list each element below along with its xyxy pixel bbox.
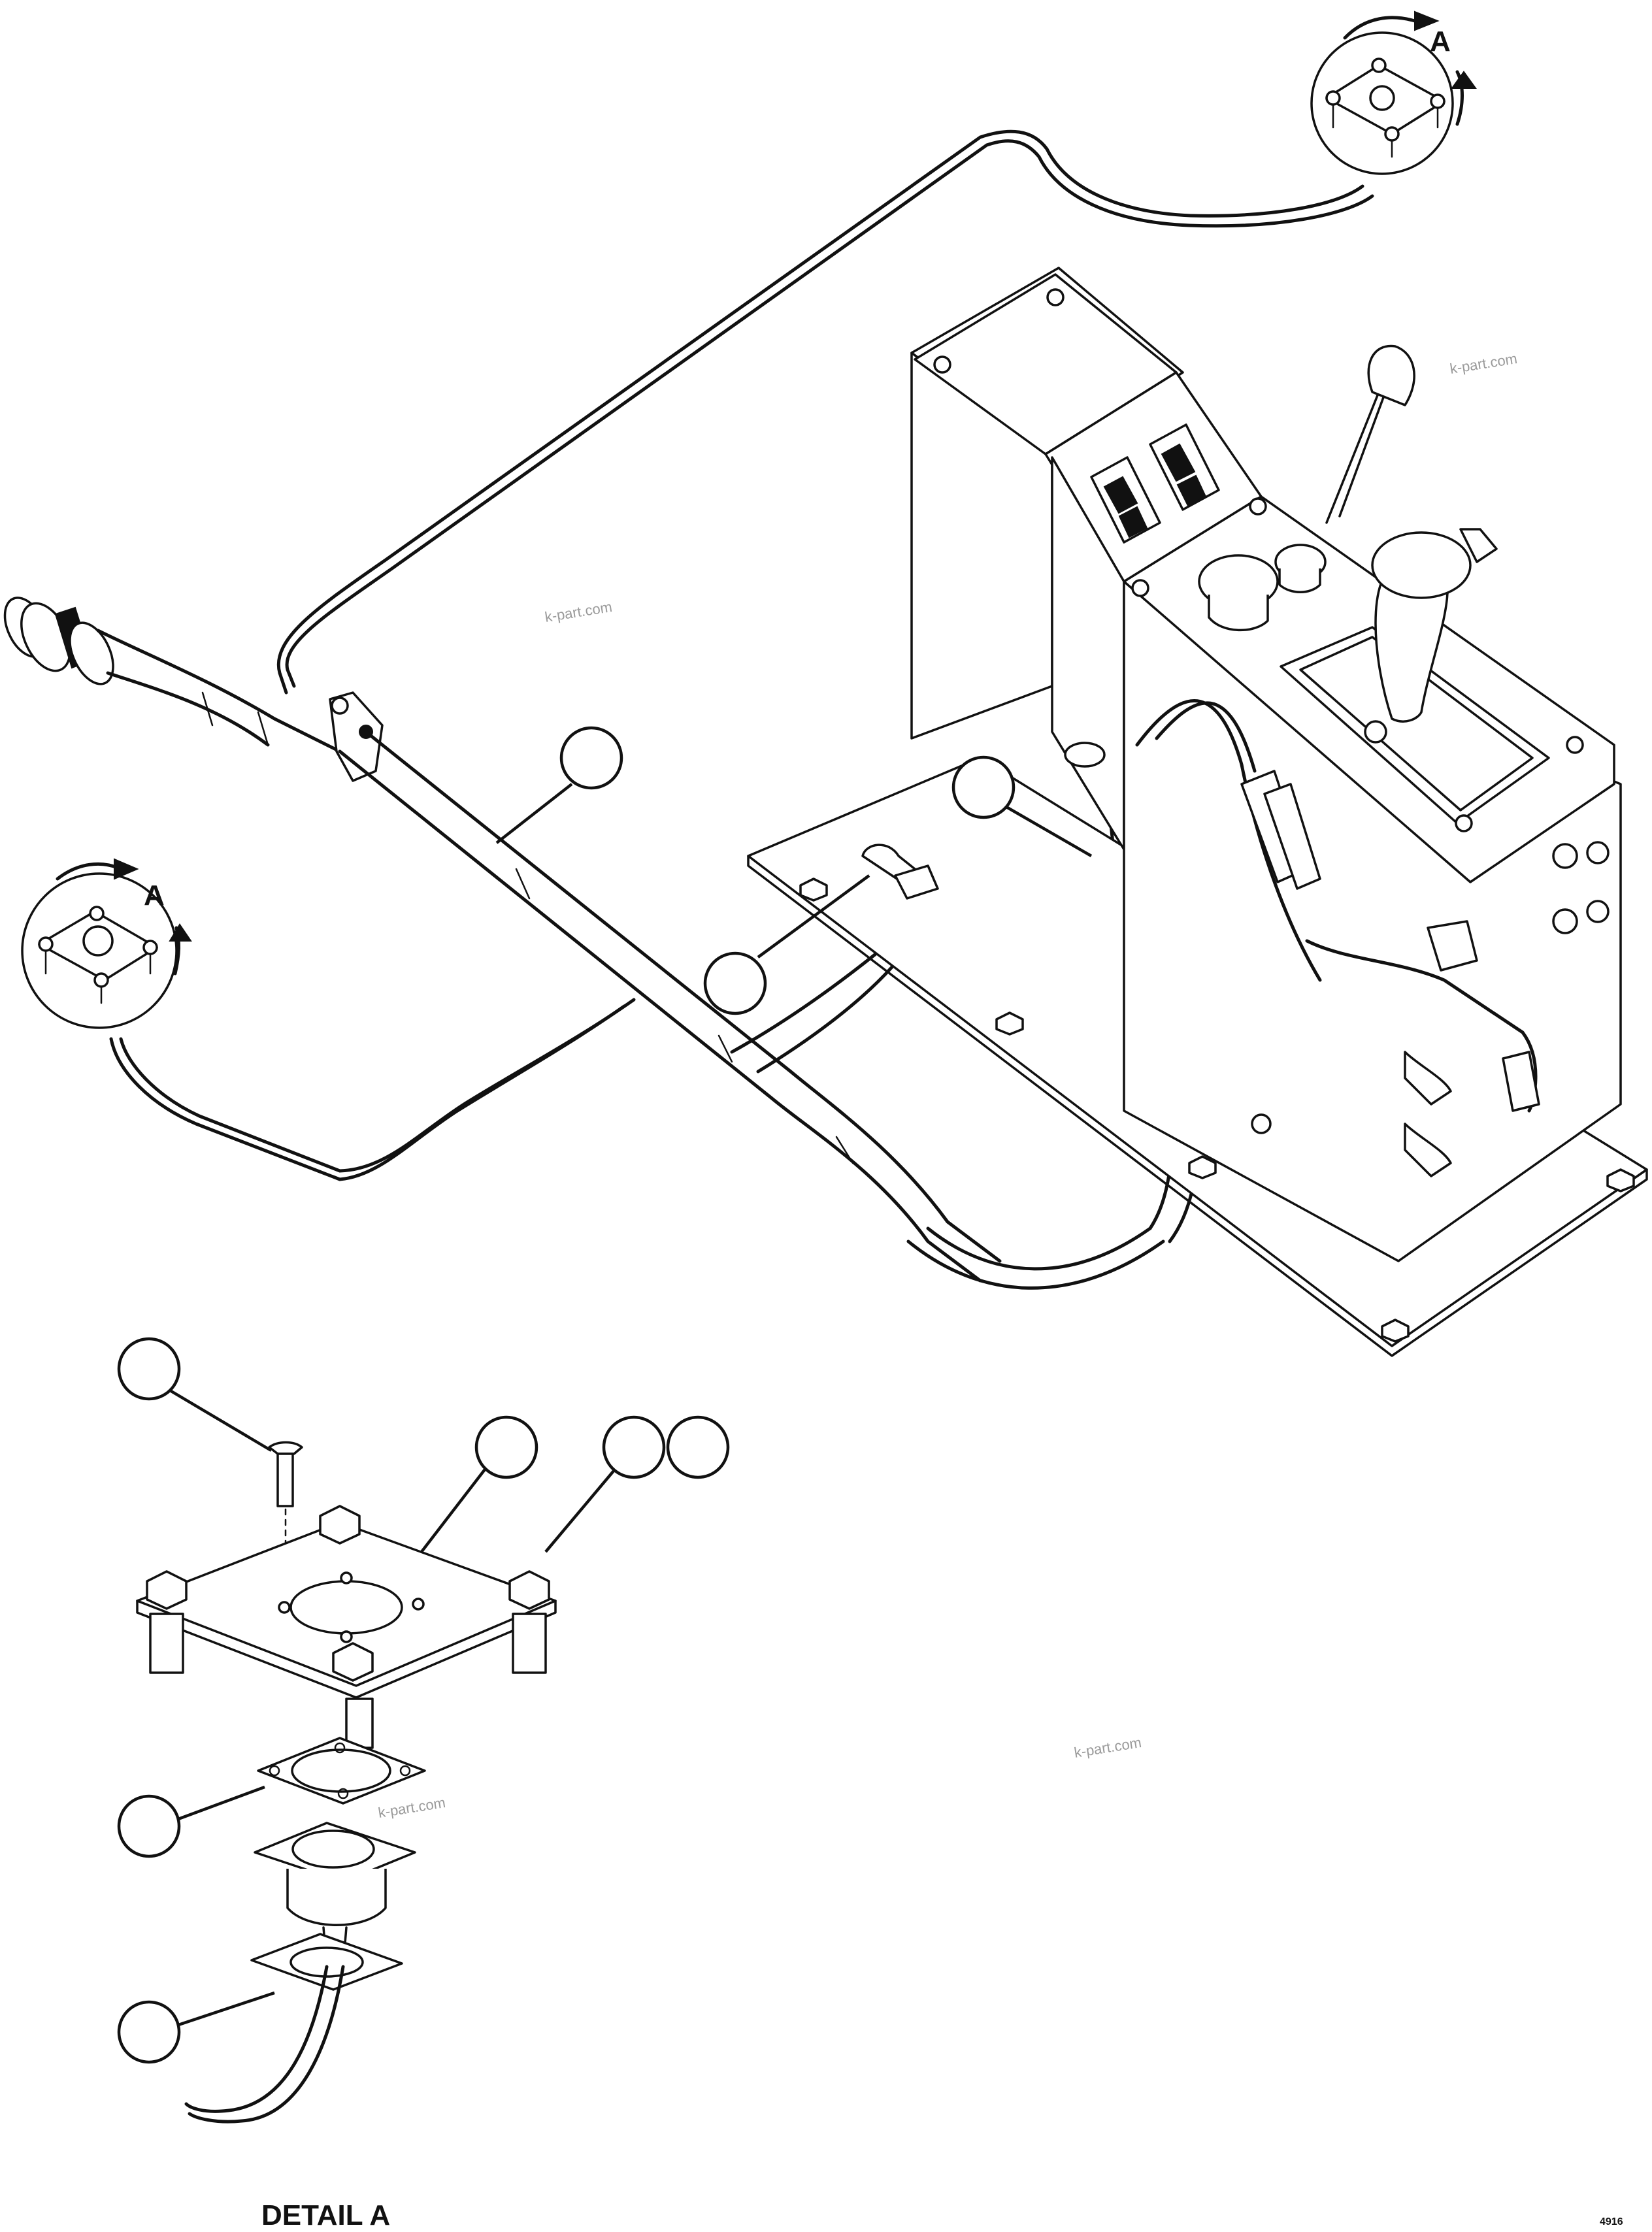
detail-a-caption: DETAIL A — [261, 2199, 390, 2229]
round-connector — [3, 597, 384, 782]
watermark-detail: k-part.com — [377, 1794, 447, 1821]
callout-bubble — [703, 951, 767, 1015]
view-a-label-left: A — [144, 879, 165, 911]
callout-bubble — [666, 1415, 730, 1479]
callout-bubble — [117, 1794, 181, 1858]
watermark-center-left: k-part.com — [544, 599, 614, 625]
page-code: 4916 — [1600, 2216, 1623, 2227]
callouts — [117, 726, 1093, 2064]
watermark-top-right: k-part.com — [1449, 350, 1519, 377]
control-console — [747, 267, 1648, 1357]
view-a-inset-top: A — [1310, 10, 1477, 175]
view-a-label-top: A — [1430, 25, 1451, 57]
callout-bubble — [117, 2000, 181, 2064]
callout-bubble — [602, 1415, 666, 1479]
watermark-lower-right: k-part.com — [1073, 1734, 1143, 1761]
callout-bubble — [559, 726, 623, 790]
callout-bubble — [951, 755, 1016, 819]
detail-a: DETAIL A — [136, 1441, 557, 2231]
callout-bubble — [474, 1415, 538, 1479]
callout-bubble — [117, 1337, 181, 1401]
view-a-inset-left: A — [21, 858, 192, 1029]
harness-loop — [109, 129, 1374, 1181]
